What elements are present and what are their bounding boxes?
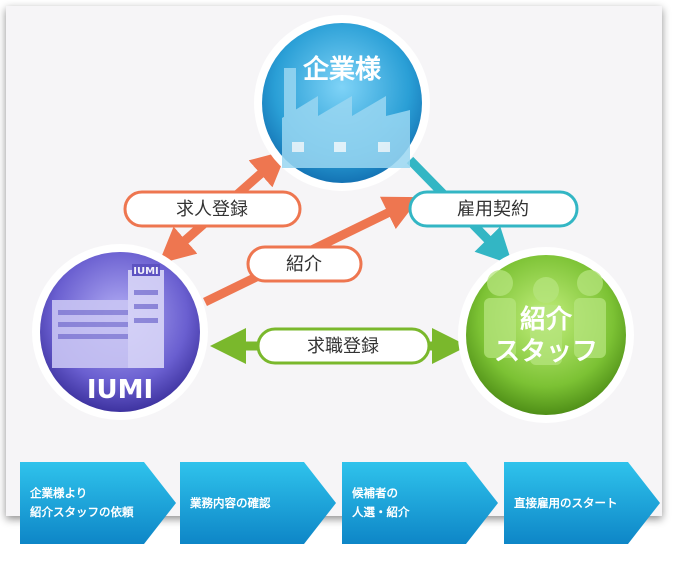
- node-company-label: 企業様: [303, 54, 382, 85]
- pill-introduction-text: 紹介: [286, 254, 322, 275]
- pill-job-registration-text: 求人登録: [176, 199, 248, 220]
- step-3: 候補者の 人選・紹介: [342, 462, 498, 544]
- step-1: 企業様より 紹介スタッフの依頼: [20, 462, 176, 544]
- pill-employment-contract: 雇用契約: [408, 190, 579, 228]
- node-staff-label-line1: 紹介: [520, 304, 573, 335]
- step-2-chevron: [180, 462, 336, 544]
- step-3-chevron: [342, 462, 498, 544]
- step-4: 直接雇用のスタート: [504, 462, 660, 544]
- node-staff-label-line2: スタッフ: [494, 337, 598, 367]
- step-2-label: 業務内容の確認: [190, 495, 271, 510]
- node-staff: 紹介 スタッフ: [458, 247, 634, 423]
- process-steps: 企業様より 紹介スタッフの依頼 業務内容の確認 候補者の 人選・紹介 直接雇用の…: [20, 462, 660, 552]
- building-icon: IUMI: [52, 264, 164, 368]
- pill-employment-contract-text: 雇用契約: [457, 199, 529, 220]
- step-4-label: 直接雇用のスタート: [514, 495, 618, 510]
- pill-job-seeker-registration-text: 求職登録: [307, 336, 379, 357]
- step-2: 業務内容の確認: [180, 462, 336, 544]
- node-iumi-label: IUMI: [87, 375, 153, 405]
- pill-introduction: 紹介: [246, 245, 363, 283]
- factory-icon: [282, 68, 410, 168]
- step-1-label: 企業様より 紹介スタッフの依頼: [30, 486, 134, 519]
- step-3-label: 候補者の 人選・紹介: [352, 486, 410, 519]
- building-sign: IUMI: [133, 266, 159, 277]
- pill-job-seeker-registration: 求職登録: [256, 327, 431, 365]
- workers-icon: [484, 270, 606, 365]
- step-1-chevron: [20, 462, 176, 544]
- node-company: 企業様: [254, 15, 430, 191]
- step-4-chevron: [504, 462, 660, 544]
- pill-job-registration: 求人登録: [123, 190, 302, 228]
- node-iumi: IUMI IUMI: [32, 244, 208, 420]
